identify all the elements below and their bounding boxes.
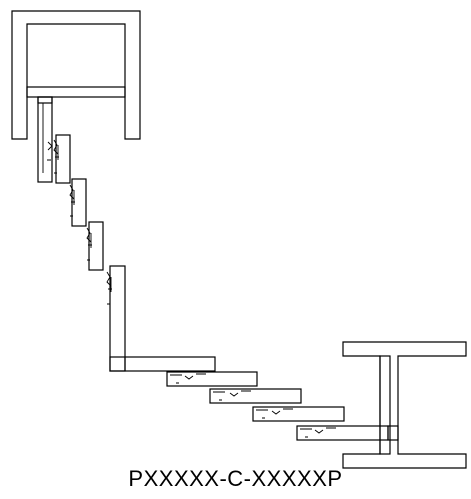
tread [166,371,258,387]
upper-flight-stringers [37,96,126,372]
stringer-piece [55,134,71,184]
drawing-caption: PXXXXX-C-XXXXXP [128,466,343,491]
lower-flight-treads [166,371,389,441]
fixing-details-vertical [42,103,112,305]
lower-landing-frame [342,341,467,469]
tread [209,388,302,404]
fixing-details-horizontal [170,373,336,438]
upper-landing-frame [11,10,141,140]
tread [252,406,345,422]
turn-tread [109,356,216,372]
stringer-piece [71,178,87,227]
stringer-piece [109,265,126,372]
tread [296,425,389,441]
stringer-piece [88,221,104,271]
